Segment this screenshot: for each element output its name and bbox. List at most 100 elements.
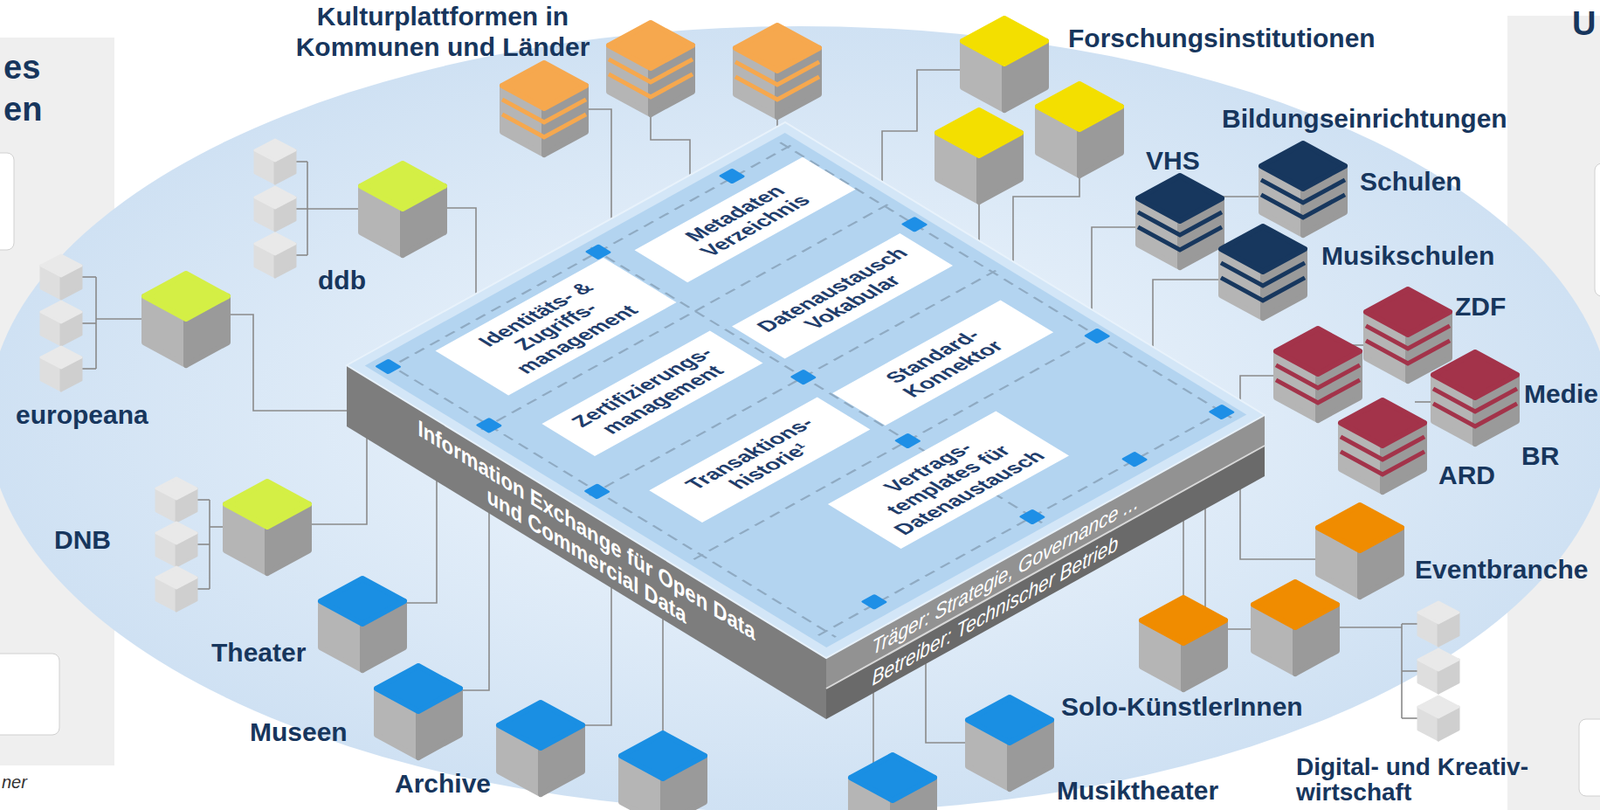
group-label: Solo-KünstlerInnen	[1061, 691, 1304, 723]
stack-stripe	[1261, 194, 1345, 218]
platform-module: Metadaten Verzeichnis	[634, 156, 856, 283]
connector-line	[1331, 626, 1402, 628]
stack-stripe	[1220, 277, 1305, 301]
data-cube	[937, 110, 1021, 202]
stack-stripe	[1433, 403, 1518, 427]
small-cube	[1418, 601, 1459, 646]
cube-top	[255, 186, 296, 208]
data-cube	[967, 696, 1052, 789]
port-square	[900, 216, 928, 233]
panel-box	[0, 653, 60, 735]
cube-top	[41, 255, 82, 276]
data-cube	[1253, 581, 1338, 674]
group-label: BR	[1521, 441, 1559, 472]
connector-line	[576, 583, 612, 725]
connector-line	[81, 367, 97, 370]
connector-line	[295, 207, 308, 210]
cube-top	[255, 139, 296, 161]
data-cube	[498, 702, 583, 794]
small-cube	[255, 139, 296, 184]
group-label: U	[1572, 5, 1596, 44]
cube-top	[41, 301, 82, 323]
data-cube	[962, 18, 1047, 111]
port-square	[894, 433, 922, 449]
cube-top	[1253, 581, 1338, 628]
cube-top	[498, 702, 583, 748]
small-cube	[156, 522, 197, 566]
group-label: ddb	[317, 265, 366, 297]
connector-line	[1240, 485, 1324, 559]
cube-top	[360, 163, 445, 209]
group-label: Theater	[211, 637, 306, 669]
data-cube	[1141, 597, 1226, 690]
small-cube	[1418, 696, 1459, 740]
group-label: DNB	[54, 524, 111, 556]
ecosystem-ellipse	[0, 26, 1600, 810]
database-stack	[1137, 175, 1222, 268]
data-cube	[144, 273, 228, 366]
module-label: Transaktions- historie¹	[661, 403, 859, 516]
cube-top	[1365, 289, 1450, 335]
database-stack	[1275, 328, 1360, 421]
cube-top	[735, 25, 820, 71]
platform-module: Standard- Konnektor	[832, 299, 1054, 426]
group-label: ZDF	[1455, 291, 1506, 323]
connector-line	[454, 508, 490, 690]
database-stack	[1340, 400, 1425, 492]
connector-line	[95, 276, 97, 369]
port-square	[789, 369, 817, 386]
connector-line	[222, 314, 352, 411]
port-square	[1207, 403, 1235, 420]
stack-stripe	[1340, 451, 1425, 475]
group-label: Digital- und Kreativ- wirtschaft	[1296, 753, 1550, 806]
connector-line	[662, 614, 664, 743]
connector-line	[872, 688, 875, 769]
cube-top	[156, 477, 197, 499]
connector-line	[196, 498, 210, 501]
small-cube	[156, 477, 197, 522]
module-label: Datenaustausch Vokabular	[743, 240, 941, 352]
small-cube	[156, 566, 197, 611]
database-stack	[1261, 143, 1345, 235]
port-square	[584, 243, 612, 260]
cube-top	[1433, 351, 1518, 398]
stack-stripe	[502, 114, 587, 138]
module-label: Vertrags- templates für Datenaustausch	[839, 417, 1057, 542]
module-label: Metadaten Verzeichnis	[646, 163, 844, 276]
cube-top	[1275, 328, 1360, 374]
cube-top	[1037, 83, 1122, 130]
connector-line	[650, 104, 690, 187]
platform-module: Datenaustausch Vokabular	[731, 233, 953, 359]
cube-top	[156, 566, 197, 588]
module-label: Standard- Konnektor	[844, 306, 1042, 419]
connector-line	[295, 160, 308, 163]
small-cube	[255, 233, 296, 277]
connector-line	[81, 322, 97, 325]
connector-line	[1205, 504, 1258, 629]
port-squares	[374, 137, 1235, 641]
cube-top	[255, 233, 296, 255]
cube-top	[225, 481, 310, 527]
cube-top	[1261, 143, 1345, 189]
data-cube	[225, 481, 310, 573]
group-label: en	[3, 90, 42, 130]
cube-top	[608, 22, 693, 69]
small-cube	[41, 255, 82, 299]
database-stack	[1365, 289, 1450, 381]
connector-line	[196, 543, 210, 545]
database-stack	[608, 22, 693, 115]
connector-line	[397, 476, 437, 603]
port-square	[718, 168, 746, 185]
group-label: Eventbranche	[1414, 554, 1588, 586]
database-stack	[735, 25, 820, 118]
group-label: Musiktheater	[1056, 775, 1219, 807]
group-label: Bildungseinrichtungen	[1221, 103, 1508, 135]
cube-top	[1317, 504, 1402, 551]
connector-line	[81, 275, 97, 278]
database-stack	[1220, 226, 1305, 318]
data-cube	[376, 665, 461, 758]
port-square	[1121, 451, 1149, 468]
port-square	[1018, 509, 1046, 525]
data-cube	[850, 754, 935, 810]
stack-stripe	[1365, 340, 1450, 364]
